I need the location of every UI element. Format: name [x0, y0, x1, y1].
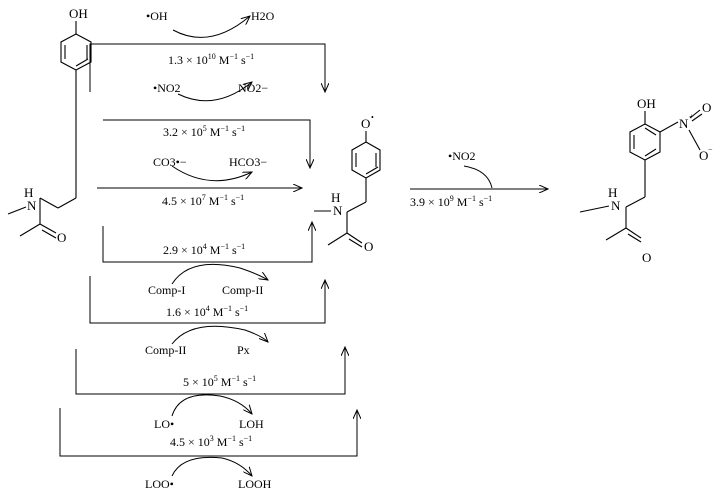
- tyrosyl-carbonyl-o: O: [364, 239, 373, 254]
- tyrosyl-radical-structure: O • N H O: [314, 113, 381, 254]
- second-step-reactant: •NO2: [448, 149, 476, 163]
- pathway-co3-product: HCO3−: [229, 155, 267, 169]
- pathway-oh: •OH H2O 1.3 × 1010 M−1 s−1: [89, 9, 325, 92]
- tyrosine-amine-n: N: [27, 198, 37, 213]
- tyrosine-carbonyl-o: O: [57, 230, 66, 245]
- pathway-oh-reactant: •OH: [146, 9, 168, 23]
- pathway-no2-product: NO2−: [238, 81, 268, 95]
- nitro-n: N: [679, 116, 689, 131]
- nitrotyrosine-carbonyl-o: O: [642, 250, 651, 265]
- nitrotyrosine-structure: OH N + O O − N H O: [579, 96, 713, 265]
- pathway-comp-ii-product: Px: [237, 343, 250, 357]
- pathway-comp-ii-rate: 1.6 × 104 M−1 s−1: [166, 304, 248, 319]
- pathway-co3-rate: 4.5 × 107 M−1 s−1: [162, 193, 244, 208]
- nitrotyrosine-amine-h: H: [608, 185, 617, 200]
- pathway-loo-rate: 4.5 × 103 M−1 s−1: [170, 434, 252, 449]
- tyrosyl-oxygen: O: [361, 116, 370, 131]
- pathway-no2-rate: 3.2 × 105 M−1 s−1: [163, 124, 245, 139]
- nitro-o1: O: [702, 100, 711, 115]
- pathway-lo-product: LOH: [239, 417, 264, 431]
- second-step-rate: 3.9 × 109 M−1 s−1: [410, 194, 492, 209]
- nitro-o2: O: [699, 148, 708, 163]
- tyrosyl-amine-n: N: [333, 203, 343, 218]
- pathway-loo: 4.5 × 103 M−1 s−1 LOO• LOOH: [59, 408, 357, 491]
- pathway-comp-i-rate: 2.9 × 104 M−1 s−1: [163, 242, 245, 257]
- second-step: •NO2 3.9 × 109 M−1 s−1: [410, 149, 548, 209]
- pathway-no2: •NO2 NO2− 3.2 × 105 M−1 s−1: [103, 81, 310, 168]
- pathway-lo-reactant: LO•: [154, 417, 174, 431]
- pathway-comp-i-reactant: Comp-I: [148, 283, 185, 297]
- nitrotyrosine-amine-n: N: [611, 198, 621, 213]
- pathway-comp-ii: 1.6 × 104 M−1 s−1 Comp-II Px: [89, 276, 325, 357]
- pathway-no2-reactant: •NO2: [153, 81, 181, 95]
- nitro-minus: −: [708, 145, 713, 154]
- tyrosine-structure: OH N H O: [7, 6, 92, 245]
- pathway-lo-rate: 5 × 105 M−1 s−1: [183, 374, 256, 389]
- pathway-co3: CO3•− HCO3− 4.5 × 107 M−1 s−1: [97, 155, 302, 208]
- nitrotyrosine-hydroxyl: OH: [637, 96, 656, 111]
- pathway-oh-rate: 1.3 × 1010 M−1 s−1: [168, 52, 254, 67]
- pathway-lo: 5 × 105 M−1 s−1 LO• LOH: [75, 347, 345, 431]
- pathway-loo-reactant: LOO•: [145, 477, 174, 491]
- pathway-comp-i: 2.9 × 104 M−1 s−1 Comp-I Comp-II: [102, 222, 312, 297]
- pathway-loo-product: LOOH: [238, 477, 272, 491]
- tyrosyl-radical-dot: •: [371, 113, 374, 122]
- pathway-comp-ii-reactant: Comp-II: [145, 343, 186, 357]
- pathway-co3-reactant: CO3•−: [153, 155, 187, 169]
- tyrosine-hydroxyl: OH: [69, 6, 88, 21]
- tyrosine-amine-h: H: [24, 185, 33, 200]
- tyrosyl-amine-h: H: [331, 190, 340, 205]
- pathway-comp-i-product: Comp-II: [222, 283, 263, 297]
- pathway-oh-product: H2O: [251, 9, 275, 23]
